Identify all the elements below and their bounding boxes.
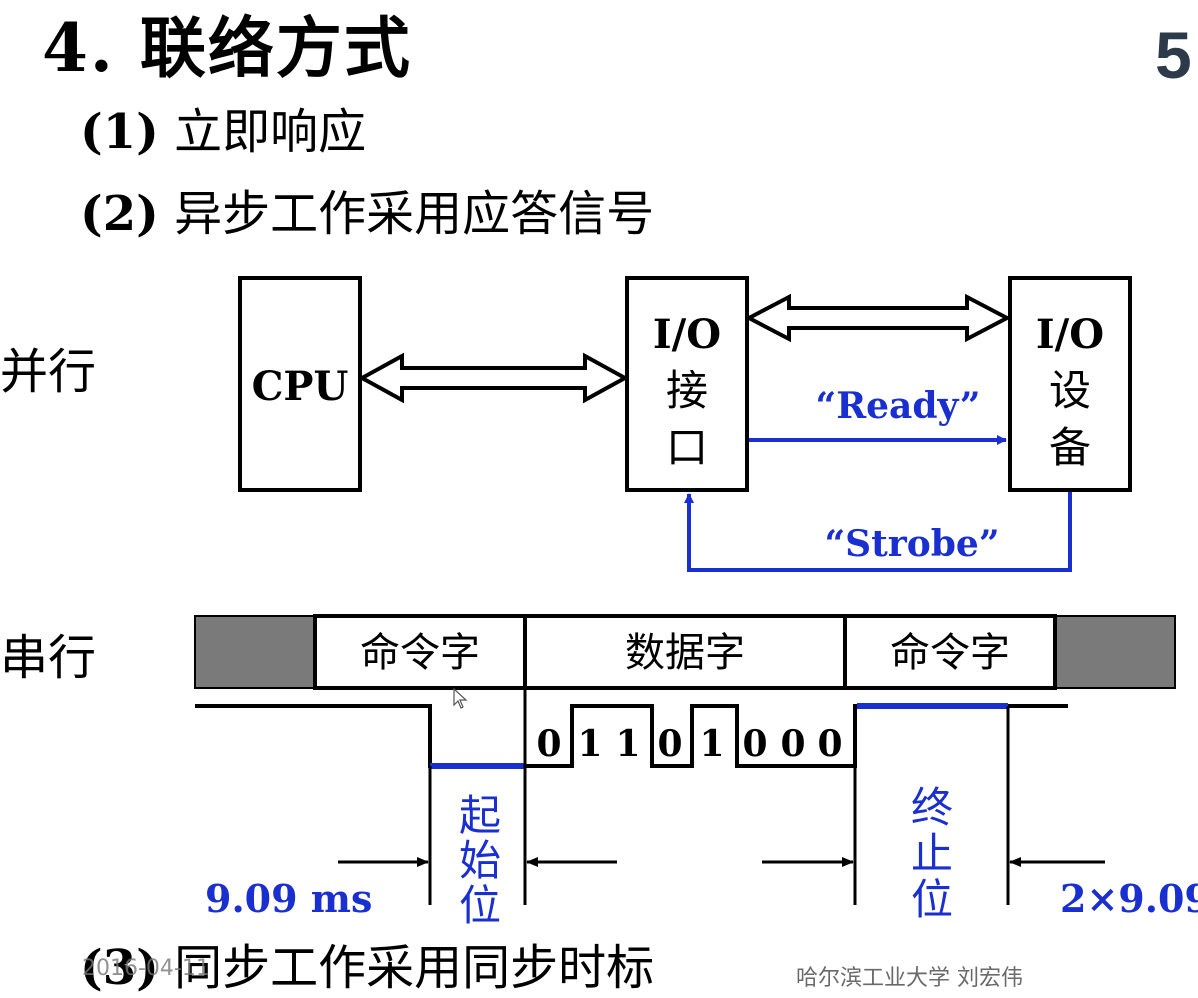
bit-0: 0 <box>536 723 561 765</box>
io-device-line2: 设 <box>1049 366 1091 415</box>
idle-block-right <box>1054 615 1176 689</box>
bit-2: 1 <box>615 723 640 765</box>
ready-label: “Ready” <box>816 385 981 427</box>
item-immediate-response: (1) 立即响应 <box>80 102 366 162</box>
io-device-box <box>1008 276 1132 492</box>
strobe-signal-arrow <box>684 492 1072 572</box>
io-interface-line2: 接 <box>666 366 708 415</box>
mouse-cursor-icon <box>453 688 468 709</box>
item-3-text: 同步工作采用同步时标 <box>174 940 655 996</box>
stop-bit-char-1: 终 <box>911 783 953 832</box>
command-word-label-1: 命令字 <box>360 630 480 676</box>
strobe-label: “Strobe” <box>824 523 999 565</box>
bit-3: 0 <box>657 723 682 765</box>
page-number: 5 <box>1155 18 1192 92</box>
item-sync-clock: (3) 同步工作采用同步时标 <box>80 938 654 998</box>
command-word-label-2: 命令字 <box>890 630 1010 676</box>
stop-bit-duration: 2×9.09 <box>1060 876 1198 921</box>
io-interface-box <box>625 276 749 492</box>
cpu-box <box>238 276 362 492</box>
io-interface-line1: I/O <box>653 311 721 358</box>
bit-5: 0 <box>742 723 767 765</box>
io-interface-line3: 口 <box>666 423 708 472</box>
command-word-box-1 <box>313 614 527 690</box>
item-2-number: (2) <box>80 186 159 242</box>
bit-4: 1 <box>699 723 724 765</box>
cpu-io-bus-arrow <box>357 352 630 404</box>
item-3-number: (3) <box>80 940 159 996</box>
footer-author: 哈尔滨工业大学 刘宏伟 <box>796 966 1023 991</box>
start-bit-duration: 9.09 ms <box>205 876 372 921</box>
idle-block-left <box>194 615 316 689</box>
stop-bit-char-3: 位 <box>911 875 953 924</box>
bit-7: 0 <box>817 723 842 765</box>
item-1-number: (1) <box>80 104 159 160</box>
start-bit-char-2: 始 <box>459 836 501 885</box>
label-serial: 串行 <box>0 630 97 686</box>
cpu-label: CPU <box>252 363 349 410</box>
io-device-line1: I/O <box>1036 311 1104 358</box>
io-device-line3: 备 <box>1049 423 1091 472</box>
command-word-box-2 <box>843 614 1057 690</box>
item-async-handshake: (2) 异步工作采用应答信号 <box>80 184 654 244</box>
item-1-text: 立即响应 <box>174 104 367 160</box>
interface-device-bus-arrow <box>744 293 1012 343</box>
data-word-label: 数据字 <box>625 630 745 676</box>
bit-1: 1 <box>577 723 602 765</box>
stop-bit-char-2: 止 <box>911 829 953 878</box>
start-bit-char-3: 位 <box>459 881 501 930</box>
item-2-text: 异步工作采用应答信号 <box>174 186 655 242</box>
footer-date: 2016-04-11 <box>82 956 210 981</box>
slide-title: 4. 联络方式 <box>42 9 412 87</box>
start-bit-char-1: 起 <box>459 791 501 840</box>
bit-6: 0 <box>780 723 805 765</box>
label-parallel: 并行 <box>0 344 97 400</box>
